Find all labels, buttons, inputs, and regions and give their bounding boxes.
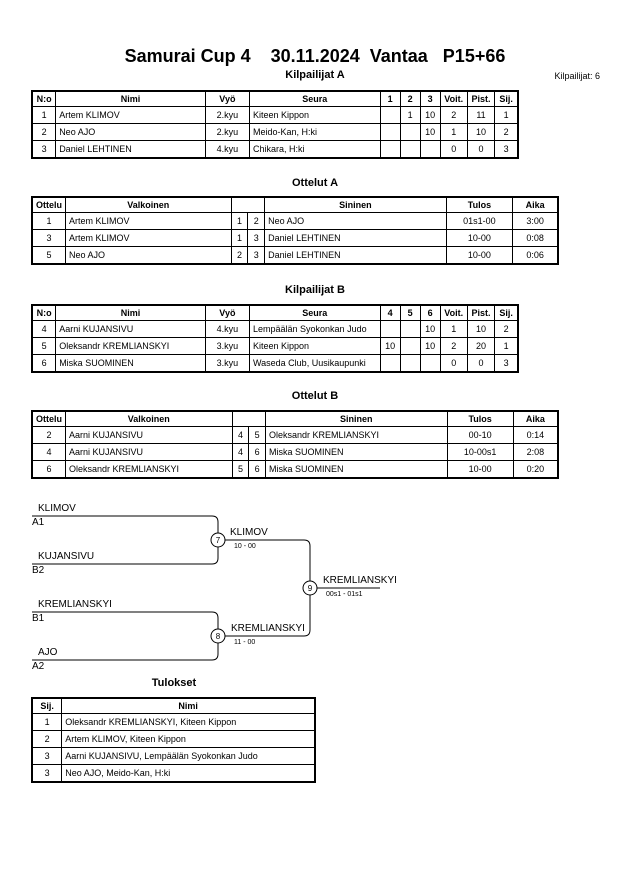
results-heading: Tulokset	[151, 677, 197, 689]
pool-a-heading: Kilpailijat A	[285, 69, 345, 81]
semi2-bottom-name: AJO	[38, 647, 58, 658]
results-cell: Neo AJO, Meido-Kan, H:ki	[61, 764, 316, 783]
matches-b-cell: Aarni KUJANSIVU	[65, 443, 233, 461]
results-cell: Artem KLIMOV, Kiteen Kippon	[61, 730, 316, 748]
pool-b-cell: 10	[419, 337, 441, 355]
pool-a-cell: 2	[31, 123, 57, 141]
final-score: 00s1 - 01s1	[326, 591, 363, 598]
semi2-bottom-seed: A2	[32, 661, 45, 672]
pool-b-cell: 3.kyu	[204, 337, 251, 355]
pool-a-cell: 2.kyu	[204, 123, 251, 141]
pool-b-heading: Kilpailijat B	[285, 284, 345, 296]
matches-b-cell: Oleksandr KREMLIANSKYI	[65, 460, 233, 479]
matches-a-cell: Daniel LEHTINEN	[264, 229, 447, 247]
semi1-top-name: KLIMOV	[38, 503, 76, 514]
pool-b-cell: Oleksandr KREMLIANSKYI	[55, 337, 206, 355]
matches-b-cell: Miska SUOMINEN	[264, 443, 448, 461]
competitor-count: Kilpailijat: 6	[554, 71, 600, 81]
results-cell: 1	[31, 713, 63, 731]
semi1-bottom-name: KUJANSIVU	[38, 551, 95, 562]
pool-b-cell: 20	[466, 337, 496, 355]
pool-b-cell: 0	[466, 354, 496, 373]
match-8-number: 8	[216, 632, 221, 641]
matches-b-cell: 0:20	[512, 460, 559, 479]
matches-a-cell: 10-00	[445, 246, 514, 265]
results-cell: 3	[31, 764, 63, 783]
pool-b-cell: 1	[494, 337, 519, 355]
results-cell: 3	[31, 747, 63, 765]
results-cell: Aarni KUJANSIVU, Lempäälän Syokonkan Jud…	[61, 747, 316, 765]
semi1-score: 10 - 00	[234, 543, 256, 550]
matches-a-cell: 0:06	[512, 246, 559, 265]
pool-b-cell: Waseda Club, Uusikaupunki	[249, 354, 381, 373]
pool-a-cell: 0	[466, 140, 496, 159]
matches-a-heading: Ottelut A	[291, 177, 339, 189]
results-header-cell: Sij.	[31, 697, 63, 714]
matches-a-cell: 1	[230, 229, 249, 247]
pool-b-cell: 3	[494, 354, 519, 373]
pool-a-cell: 3	[494, 140, 519, 159]
matches-a-header-cell: Aika	[512, 196, 559, 213]
pool-a-cell: 4.kyu	[204, 140, 251, 159]
matches-b-cell: 10-00	[446, 460, 514, 479]
semi1-bottom-seed: B2	[32, 565, 45, 576]
pool-a-cell: Neo AJO	[55, 123, 206, 141]
pool-a-cell: 2	[494, 123, 519, 141]
semi2-score: 11 - 00	[234, 639, 256, 646]
match-7-marker	[210, 532, 226, 548]
match-7-number: 7	[216, 536, 221, 545]
matches-a-cell: Artem KLIMOV	[65, 229, 232, 247]
match-9-marker	[302, 580, 318, 596]
semi2-top-name: KREMLIANSKYI	[38, 599, 112, 610]
matches-b-cell: 10-00s1	[446, 443, 514, 461]
matches-a-cell: Neo AJO	[65, 246, 232, 265]
pool-b-cell: 3.kyu	[204, 354, 251, 373]
match-8-marker	[210, 628, 226, 644]
semi2-top-seed: B1	[32, 613, 45, 624]
matches-a-cell: 1	[230, 212, 249, 230]
matches-a-cell: 0:08	[512, 229, 559, 247]
pool-b-cell: Miska SUOMINEN	[55, 354, 206, 373]
pool-a-cell: 10	[466, 123, 496, 141]
pool-b-cell: 0	[439, 354, 468, 373]
matches-b-cell: 6	[31, 460, 66, 479]
page-title: Samurai Cup 4 30.11.2024 Vantaa P15+66	[124, 46, 506, 66]
results-cell: Oleksandr KREMLIANSKYI, Kiteen Kippon	[61, 713, 316, 731]
results-header-cell: Nimi	[61, 697, 316, 714]
pool-a-cell: 1	[494, 106, 519, 124]
semi1-winner: KLIMOV	[230, 527, 268, 538]
semi2-winner: KREMLIANSKYI	[231, 623, 305, 634]
final-winner: KREMLIANSKYI	[323, 575, 397, 586]
matches-b-cell: 2:08	[512, 443, 559, 461]
matches-a-cell: 2	[230, 246, 249, 265]
semi1-top-seed: A1	[32, 517, 45, 528]
matches-a-cell: Daniel LEHTINEN	[264, 246, 447, 265]
results-cell: 2	[31, 730, 63, 748]
match-9-number: 9	[308, 584, 313, 593]
matches-b-heading: Ottelut B	[291, 390, 339, 402]
